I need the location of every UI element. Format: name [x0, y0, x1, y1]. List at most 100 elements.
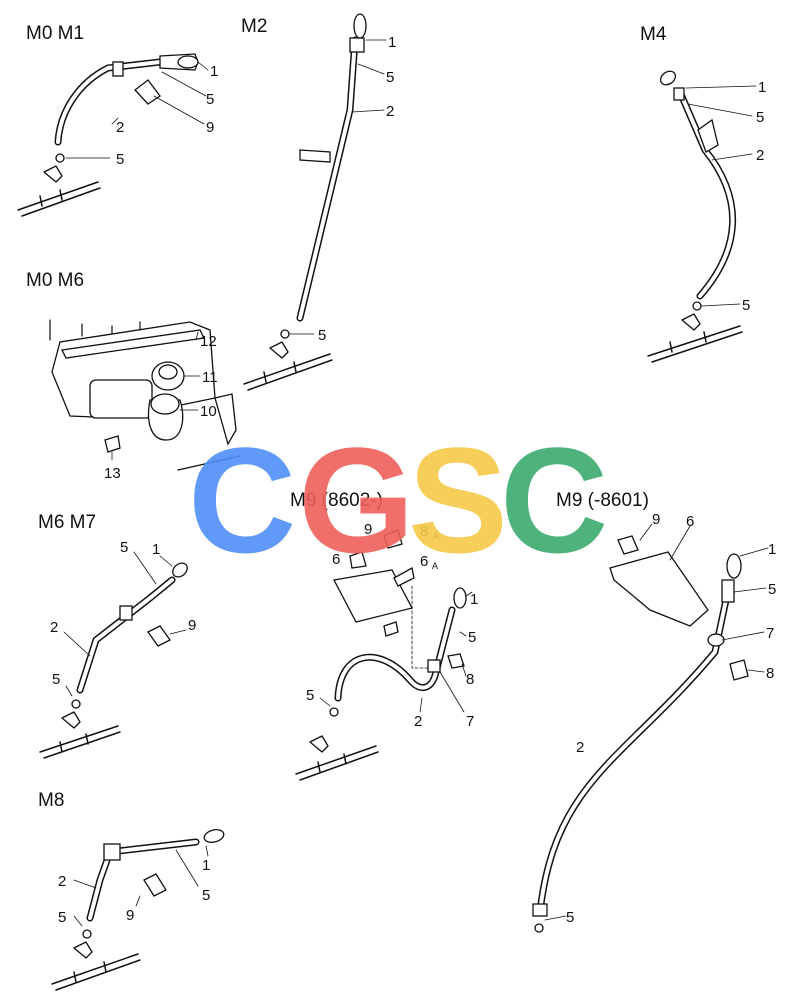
svg-text:7: 7	[766, 625, 774, 642]
svg-text:9: 9	[126, 907, 134, 924]
svg-text:6: 6	[420, 553, 428, 570]
label-m2: M2	[241, 16, 267, 37]
label-m6m7: M6 M7	[38, 512, 96, 533]
svg-text:13: 13	[104, 465, 121, 482]
o-ring	[112, 61, 124, 77]
label-m4: M4	[640, 24, 667, 45]
label-m0m6: M0 M6	[26, 270, 84, 291]
engine-block-edge	[243, 353, 333, 391]
watermark-letter-g: G	[298, 416, 415, 584]
group-m2: M2 1 5 2 5	[241, 13, 396, 391]
svg-text:9: 9	[188, 617, 196, 634]
tube-end	[532, 903, 548, 917]
svg-text:2: 2	[50, 619, 58, 636]
bracket	[214, 393, 237, 446]
svg-text:8: 8	[766, 665, 774, 682]
svg-text:5: 5	[206, 91, 214, 108]
o-ring	[534, 923, 544, 933]
dipstick-tube	[536, 596, 730, 916]
watermark-letter-s: S	[408, 416, 508, 584]
group-m9-8602: M9 (8602-) 9 8 A 6 6 A 1 5 8 5 2 7	[290, 490, 478, 781]
o-ring	[280, 329, 290, 339]
engine-block-edge	[647, 325, 743, 363]
nut	[349, 551, 367, 569]
svg-text:5: 5	[116, 151, 124, 168]
watermark-letter-c1: C	[188, 416, 296, 584]
group-m9-8601: M9 (-8601) 9 6 1 5 7 8 2 5	[532, 490, 776, 933]
svg-text:1: 1	[758, 79, 766, 96]
svg-text:10: 10	[200, 403, 217, 420]
engine-block-edge	[39, 725, 121, 759]
dipstick-tube	[676, 88, 736, 300]
engine-block-edge	[17, 181, 101, 217]
o-ring	[82, 929, 92, 939]
tube-bracket	[119, 605, 133, 621]
svg-text:1: 1	[388, 34, 396, 51]
group-m0m1: M0 M1 1 5 2 9 5	[17, 23, 218, 217]
svg-text:9: 9	[364, 521, 372, 538]
svg-text:8: 8	[420, 523, 428, 540]
o-ring	[71, 699, 81, 709]
svg-text:1: 1	[152, 541, 160, 558]
svg-text:1: 1	[768, 541, 776, 558]
svg-text:A: A	[432, 561, 438, 571]
dipstick-loop	[726, 553, 742, 579]
label-m9-8601: M9 (-8601)	[556, 490, 649, 511]
svg-text:5: 5	[58, 909, 66, 926]
bolt	[143, 873, 167, 897]
svg-text:A: A	[433, 531, 439, 541]
engine-block-edge	[51, 953, 141, 991]
svg-text:6: 6	[686, 513, 694, 530]
bolt	[447, 653, 465, 669]
svg-text:5: 5	[318, 327, 326, 344]
svg-text:1: 1	[470, 591, 478, 608]
svg-text:5: 5	[468, 629, 476, 646]
nut	[383, 621, 399, 637]
svg-text:12: 12	[200, 333, 217, 350]
dipstick-handle	[673, 87, 685, 101]
o-ring	[329, 707, 339, 717]
svg-text:2: 2	[116, 119, 124, 136]
svg-text:5: 5	[742, 297, 750, 314]
dipstick-handle	[721, 579, 735, 603]
group-m8: M8 2 1 5 9 5	[38, 790, 225, 991]
svg-text:5: 5	[52, 671, 60, 688]
bolt	[104, 435, 121, 453]
label-m9-8602: M9 (8602-)	[290, 490, 383, 511]
svg-text:5: 5	[120, 539, 128, 556]
o-ring	[55, 153, 65, 163]
bolt	[147, 625, 171, 647]
svg-text:5: 5	[756, 109, 764, 126]
group-m6m7: M6 M7 5 1 9 2 5	[38, 512, 196, 759]
nut	[617, 535, 639, 555]
svg-text:5: 5	[202, 887, 210, 904]
svg-text:8: 8	[466, 671, 474, 688]
tube-bracket	[299, 149, 331, 163]
svg-text:2: 2	[576, 739, 584, 756]
o-ring	[692, 301, 702, 311]
filter-base	[89, 379, 153, 419]
dipstick-loop	[177, 55, 199, 69]
dipstick-tube	[54, 58, 164, 146]
svg-text:7: 7	[466, 713, 474, 730]
svg-text:5: 5	[768, 581, 776, 598]
label-m0m1: M0 M1	[26, 23, 84, 44]
bolt	[383, 529, 403, 549]
watermark-letter-c2: C	[500, 416, 608, 584]
svg-text:11: 11	[202, 369, 218, 386]
svg-text:2: 2	[58, 873, 66, 890]
svg-text:1: 1	[202, 857, 210, 874]
tube-elbow	[103, 843, 121, 861]
tube-bracket	[697, 118, 719, 153]
dipstick-loop	[203, 829, 225, 843]
svg-text:1: 1	[210, 63, 218, 80]
group-m0m6: M0 M6 12 11 10 13	[26, 270, 241, 482]
svg-text:5: 5	[306, 687, 314, 704]
dipstick-handle	[349, 37, 365, 53]
group-m4: M4 1 5 2 5	[640, 24, 766, 363]
bolt	[729, 659, 749, 681]
svg-text:2: 2	[756, 147, 764, 164]
bolt	[134, 79, 161, 105]
svg-text:5: 5	[566, 909, 574, 926]
